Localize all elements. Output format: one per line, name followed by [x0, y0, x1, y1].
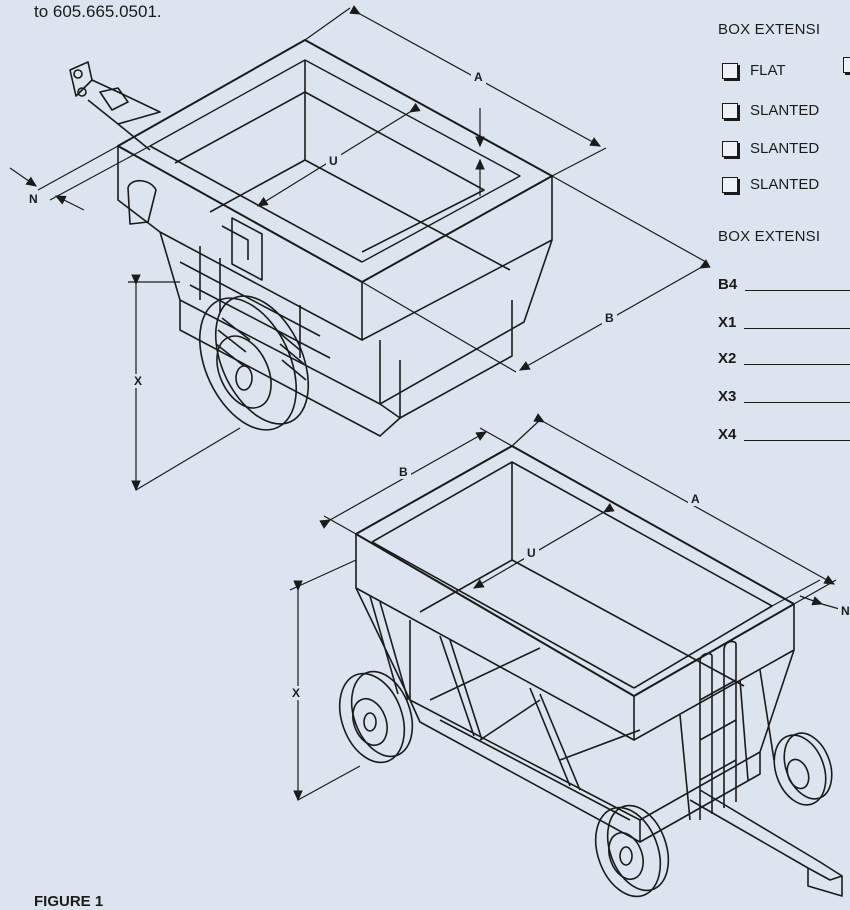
field-label: X2: [718, 350, 737, 367]
figure-label: FIGURE 1: [34, 893, 104, 910]
checkbox[interactable]: [722, 102, 738, 119]
checkbox[interactable]: [722, 62, 738, 79]
option-slanted-1[interactable]: SLANTED: [722, 102, 819, 119]
bottom-cart: [338, 445, 843, 898]
field-b4[interactable]: B4: [718, 276, 850, 293]
top-dim-n: N: [26, 192, 41, 206]
field-x2[interactable]: X2: [718, 350, 850, 367]
field-label: X4: [718, 426, 737, 443]
bottom-dim-n: N: [838, 604, 850, 618]
option-slanted-3[interactable]: SLANTED: [722, 176, 819, 193]
field-line[interactable]: [744, 364, 850, 365]
top-dim-a: A: [471, 70, 486, 84]
checkbox[interactable]: [843, 57, 850, 73]
field-line[interactable]: [744, 440, 850, 441]
top-dim-u: U: [326, 154, 341, 168]
field-x1[interactable]: X1: [718, 314, 850, 331]
field-line[interactable]: [744, 402, 850, 403]
intro-text: to 605.665.0501.: [34, 2, 162, 21]
field-x4[interactable]: X4: [718, 426, 850, 443]
option-label: SLANTED: [750, 140, 820, 157]
checkbox[interactable]: [722, 140, 738, 157]
top-cart-dimensions: [9, 5, 711, 492]
field-label: X3: [718, 388, 737, 405]
box-extension-header-1: BOX EXTENSI: [718, 21, 821, 38]
top-dim-x: X: [131, 374, 146, 388]
checkbox[interactable]: [722, 176, 738, 193]
field-x3[interactable]: X3: [718, 388, 850, 405]
front-left-wheel: [338, 670, 414, 764]
bottom-dim-u: U: [524, 546, 539, 560]
top-dim-b: B: [602, 311, 617, 325]
field-label: B4: [718, 276, 738, 293]
bottom-dim-a: A: [688, 492, 703, 506]
option-label: SLANTED: [750, 176, 820, 193]
field-line[interactable]: [744, 328, 850, 329]
option-label: SLANTED: [750, 102, 820, 119]
front-right-wheel: [594, 804, 670, 898]
option-slanted-2[interactable]: SLANTED: [722, 140, 819, 157]
box-extension-header-2: BOX EXTENSI: [718, 228, 821, 245]
option-flat[interactable]: FLAT: [722, 62, 786, 79]
option-label: FLAT: [750, 62, 786, 79]
bottom-dim-b: B: [396, 465, 411, 479]
bottom-dim-x: X: [289, 686, 304, 700]
option-second[interactable]: [843, 57, 850, 73]
field-label: X1: [718, 314, 737, 331]
field-line[interactable]: [745, 290, 850, 291]
rear-right-wheel: [773, 732, 833, 806]
